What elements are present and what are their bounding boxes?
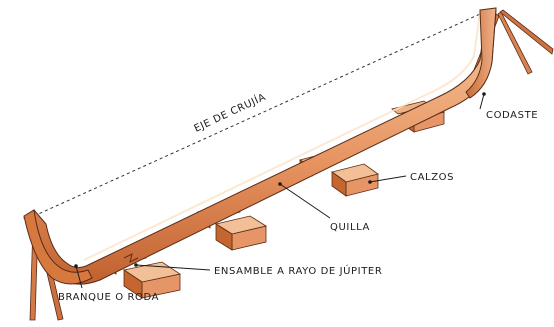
keel-label: QUILLA bbox=[330, 222, 370, 233]
scarf-joint-leader bbox=[135, 264, 211, 271]
sternpost-leader-dot bbox=[482, 92, 486, 96]
blocks-leader bbox=[369, 175, 407, 183]
stem-leader bbox=[75, 265, 83, 289]
scarf-joint-label: ENSAMBLE A RAYO DE JÚPITER bbox=[214, 264, 382, 277]
scarf-joint-leader-dot bbox=[134, 263, 138, 267]
sternpost bbox=[465, 7, 497, 99]
keel-leader-dot bbox=[278, 182, 282, 186]
scarf-joint-mark bbox=[123, 253, 139, 263]
blocks-label: CALZOS bbox=[410, 172, 454, 183]
keel-structure bbox=[23, 7, 497, 285]
centerline-dashed-line bbox=[33, 13, 481, 217]
keel-leader bbox=[279, 183, 331, 219]
centerline-label: EJE DE CRUJÍA bbox=[192, 90, 268, 135]
sternpost-label: CODASTE bbox=[486, 110, 538, 121]
sternpost-leader bbox=[479, 93, 485, 110]
stem-leader-dot bbox=[74, 264, 78, 268]
stem bbox=[23, 209, 93, 285]
stem-label: BRANQUE O RODA bbox=[58, 292, 159, 303]
blocks-leader-dot bbox=[368, 180, 372, 184]
